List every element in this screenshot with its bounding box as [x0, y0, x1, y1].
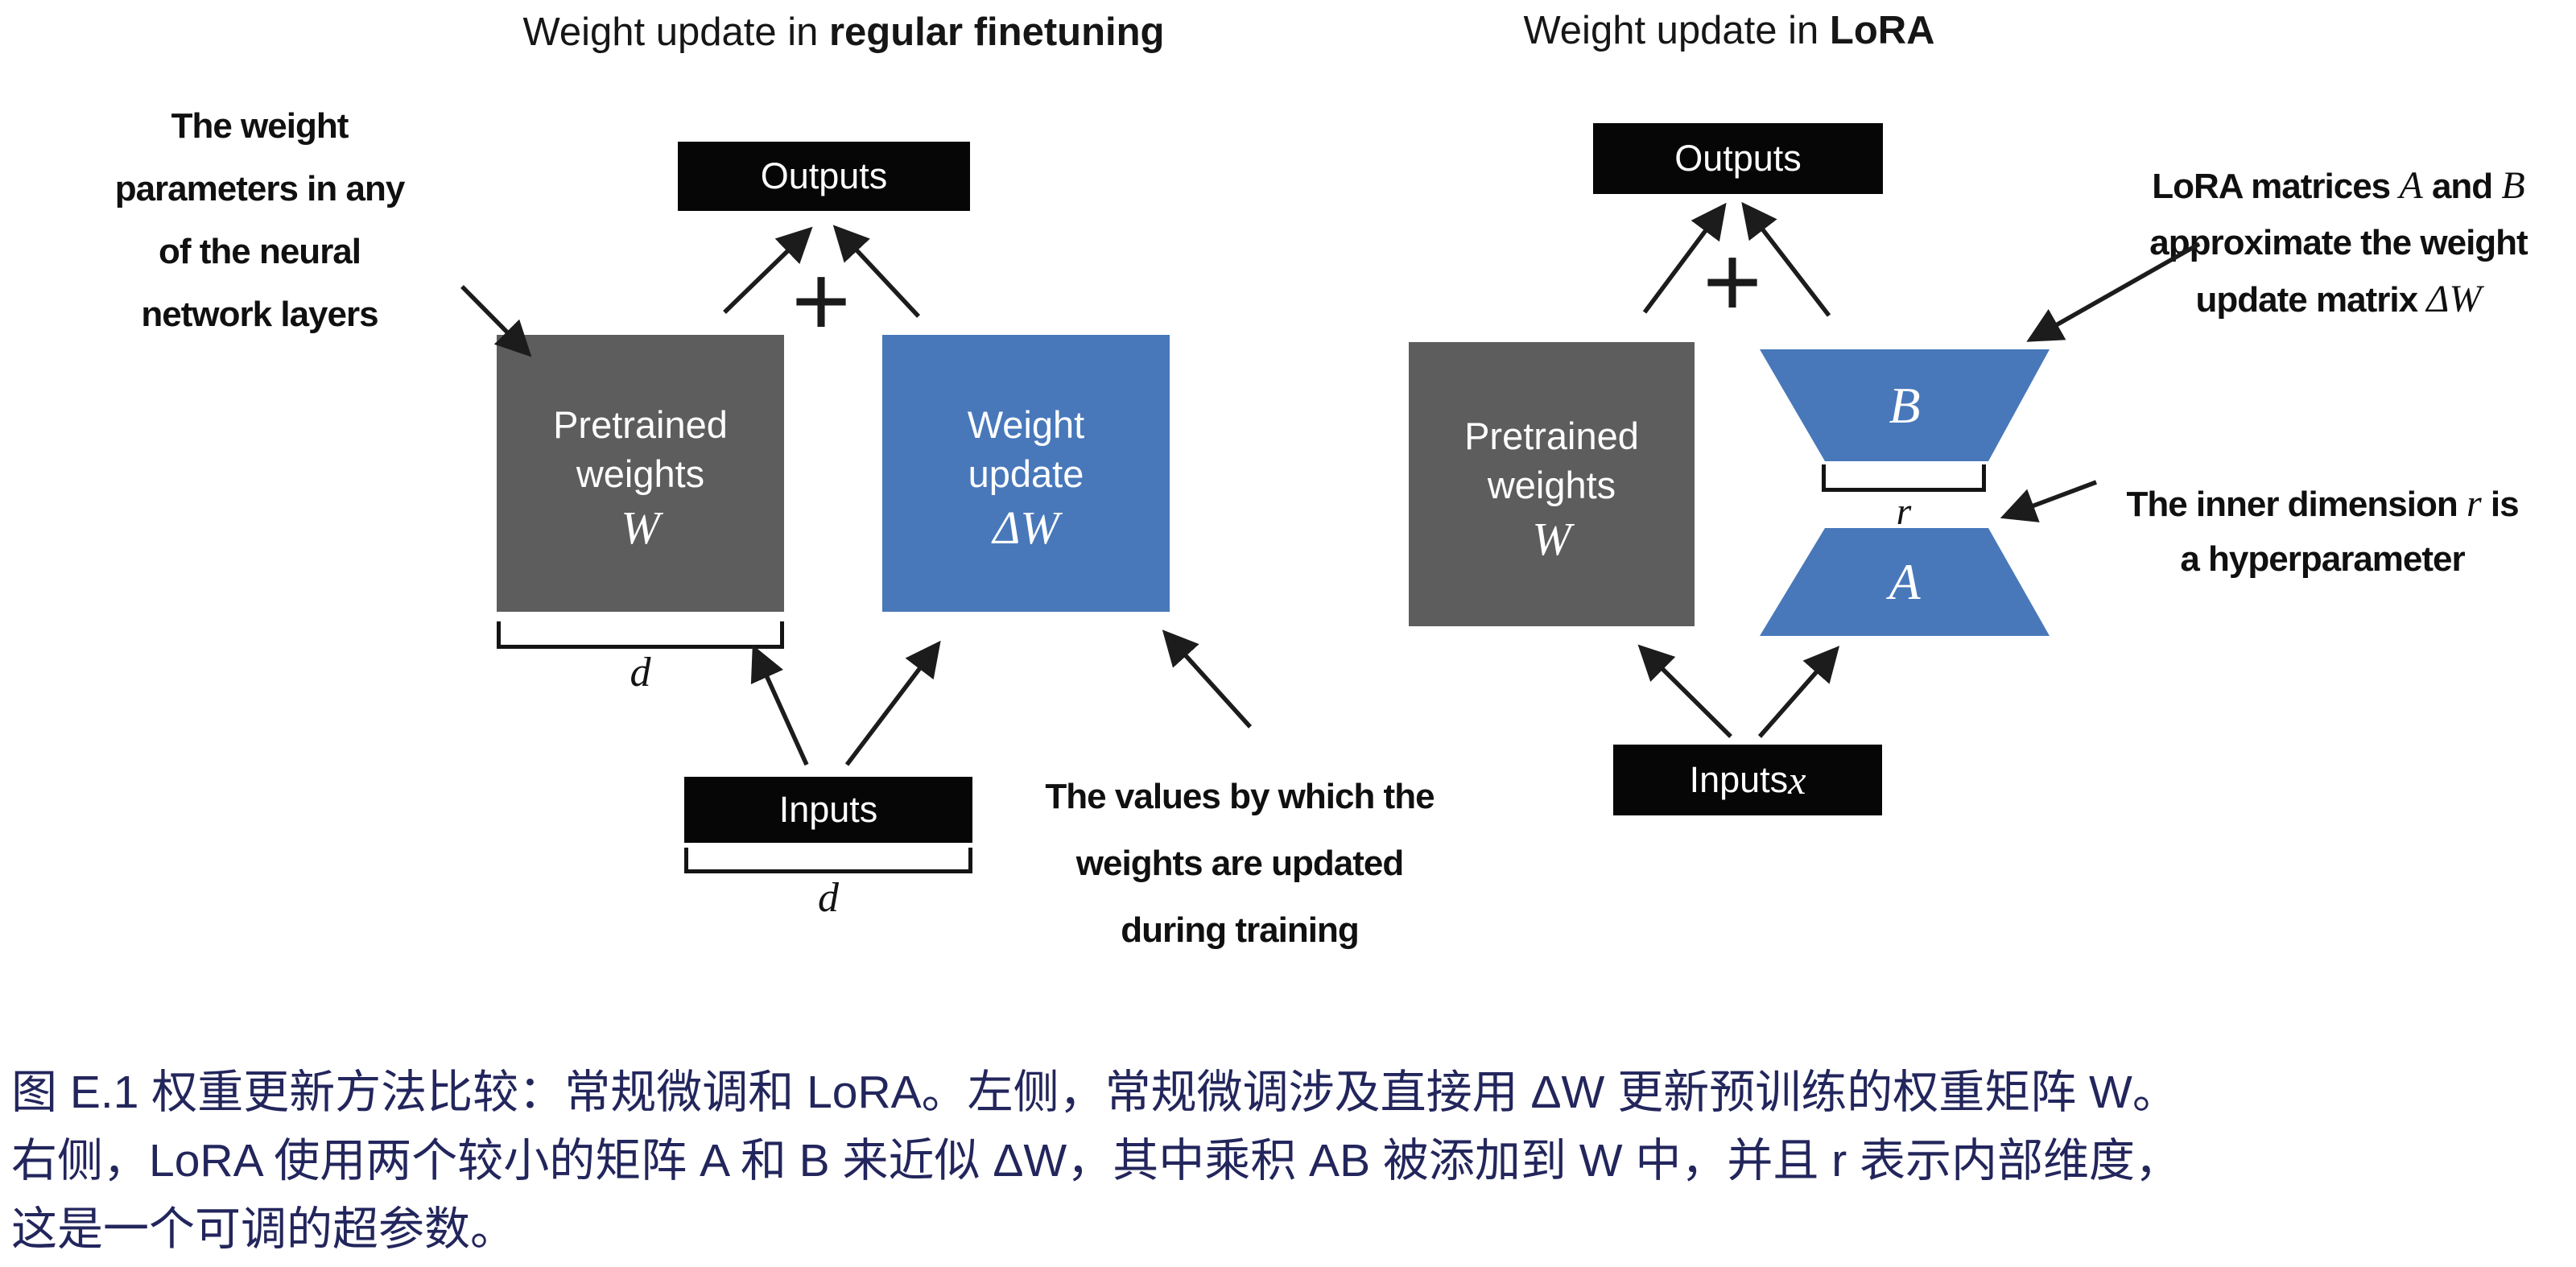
- arrow-inputs-to-a-right: [1757, 646, 1840, 738]
- annotation-line: The values by which the: [1045, 777, 1435, 816]
- annotation-text: is: [2481, 485, 2520, 524]
- pretrained-label-line: Pretrained: [553, 403, 728, 446]
- annotation-line: The weight: [171, 106, 349, 146]
- left-outputs-box: Outputs: [678, 142, 970, 211]
- right-outputs-label: Outputs: [1674, 138, 1802, 179]
- pretrained-w-symbol: W: [1532, 512, 1571, 565]
- lora-matrix-b: B: [1760, 349, 2050, 461]
- weight-parameters-annotation: The weight parameters in any of the neur…: [76, 95, 443, 346]
- caption-line: 右侧，LoRA 使用两个较小的矩阵 A 和 B 来近似 ΔW，其中乘积 AB 被…: [11, 1135, 2182, 1187]
- right-inputs-box: Inputs x: [1613, 745, 1882, 815]
- right-title-prefix: Weight update in: [1523, 9, 1830, 52]
- matrix-a-label: A: [1889, 553, 1921, 610]
- weight-dim-label: d: [630, 650, 651, 695]
- left-inputs-box: Inputs: [684, 777, 972, 843]
- right-outputs-box: Outputs: [1593, 123, 1883, 194]
- left-panel-title: Weight update in regular finetuning: [361, 10, 1327, 55]
- right-pretrained-weights-box: Pretrained weights W: [1409, 342, 1695, 626]
- right-title-bold: LoRA: [1829, 9, 1935, 52]
- annotation-line: a hyperparameter: [2180, 539, 2465, 579]
- delta-w-ref: ΔW: [2426, 278, 2482, 320]
- arrow-values-annotation-to-deltaw: [1162, 629, 1253, 728]
- update-label-line: Weight: [967, 403, 1085, 446]
- pretrained-label-line: weights: [1487, 463, 1616, 506]
- left-title-bold: regular finetuning: [828, 10, 1165, 54]
- left-outputs-label: Outputs: [760, 155, 888, 196]
- rank-bracket: [1822, 464, 1986, 492]
- matrix-a-ref: A: [2399, 164, 2423, 207]
- annotation-line: update matrix ΔW: [2109, 271, 2568, 328]
- left-pretrained-weights-box: Pretrained weights W: [497, 335, 784, 612]
- delta-w-symbol: ΔW: [993, 501, 1059, 554]
- arrow-inner-annotation-to-r: [2000, 480, 2097, 522]
- annotation-line: of the neural: [158, 232, 361, 271]
- weight-dim-bracket: [497, 621, 784, 649]
- values-annotation: The values by which the weights are upda…: [1002, 763, 1477, 964]
- right-inputs-label: Inputs: [1689, 759, 1789, 800]
- annotation-text: and: [2422, 167, 2502, 206]
- pretrained-label-line: Pretrained: [1464, 414, 1639, 457]
- pretrained-label-line: weights: [576, 452, 705, 495]
- right-plus-sign: +: [1703, 225, 1762, 338]
- annotation-text: The inner dimension: [2126, 485, 2467, 524]
- annotation-text: LoRA matrices: [2152, 167, 2400, 206]
- annotation-line: LoRA matrices A and B: [2109, 158, 2568, 215]
- rank-ref: r: [2466, 482, 2482, 525]
- lora-matrices-annotation: LoRA matrices A and B approximate the we…: [2109, 158, 2568, 328]
- lora-matrix-a: A: [1760, 528, 2050, 636]
- left-title-prefix: Weight update in: [522, 10, 829, 54]
- caption-line: 这是一个可调的超参数。: [11, 1203, 516, 1255]
- arrow-inputs-to-w-right: [1637, 644, 1732, 738]
- figure-caption: 图 E.1 权重更新方法比较：常规微调和 LoRA。左侧，常规微调涉及直接用 Δ…: [11, 1059, 2570, 1264]
- inputs-x-symbol: x: [1788, 757, 1806, 803]
- matrix-b-ref: B: [2501, 164, 2525, 207]
- pretrained-w-symbol: W: [621, 501, 660, 554]
- update-label-line: update: [968, 452, 1084, 495]
- input-dim-label: d: [818, 875, 839, 921]
- input-dim-bracket: [684, 848, 972, 873]
- annotation-line: during training: [1121, 910, 1359, 950]
- annotation-line: weights are updated: [1075, 844, 1404, 883]
- caption-line: 图 E.1 权重更新方法比较：常规微调和 LoRA。左侧，常规微调涉及直接用 Δ…: [11, 1067, 2178, 1118]
- matrix-b-label: B: [1889, 376, 1921, 434]
- inner-dimension-annotation: The inner dimension r is a hyperparamete…: [2093, 477, 2552, 587]
- annotation-line: parameters in any: [114, 169, 406, 208]
- rank-label: r: [1896, 490, 1912, 533]
- weight-update-box: Weight update ΔW: [882, 335, 1170, 612]
- annotation-line: approximate the weight: [2149, 223, 2528, 262]
- annotation-line: The inner dimension r is: [2093, 477, 2552, 532]
- right-panel-title: Weight update in LoRA: [1407, 8, 2051, 53]
- arrow-inputs-to-deltaw-left: [844, 640, 941, 766]
- annotation-line: network layers: [141, 295, 378, 334]
- annotation-text: update matrix: [2195, 280, 2427, 320]
- left-inputs-label: Inputs: [778, 789, 878, 830]
